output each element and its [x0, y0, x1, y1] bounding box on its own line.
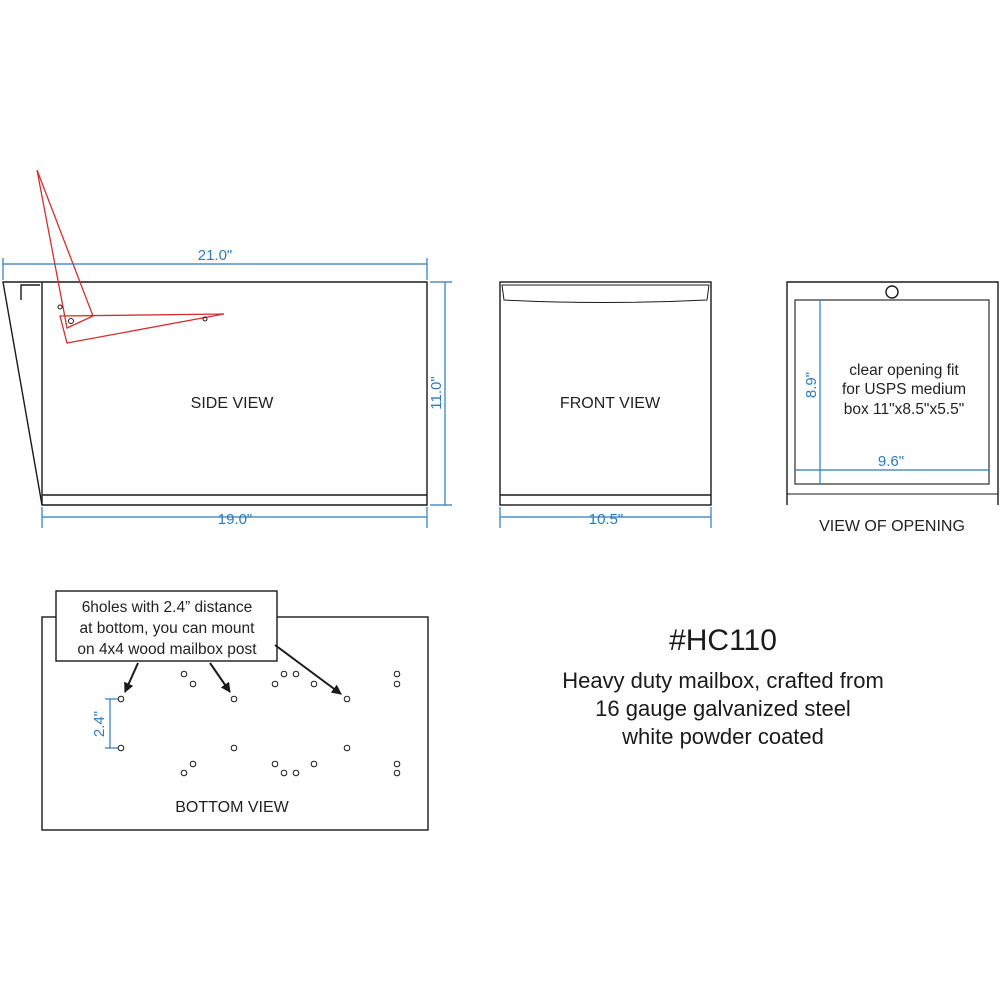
bottom-hole	[393, 670, 401, 678]
bottom-hole	[271, 680, 279, 688]
opening-view	[786, 281, 999, 505]
flag-tip-hole	[202, 316, 208, 322]
bottom-hole	[189, 680, 197, 688]
front-view	[499, 281, 712, 506]
bottom-hole	[280, 769, 288, 777]
opening-inner-frame	[794, 299, 990, 485]
side-view-body-outline	[2, 281, 428, 506]
flag-raised-outline	[36, 169, 94, 329]
opening-note-line-1: clear opening fit	[849, 362, 959, 379]
side-view-label: SIDE VIEW	[191, 395, 275, 412]
side-view	[2, 281, 428, 506]
callout-arrows	[124, 644, 342, 695]
opening-key-hole	[885, 285, 899, 299]
opening-height-dim: 8.9"	[803, 372, 820, 398]
bottom-hole	[280, 670, 288, 678]
callout-box	[55, 590, 278, 662]
opening-view-label: VIEW OF OPENING	[819, 518, 965, 535]
callout-line-2: at bottom, you can mount	[80, 620, 256, 637]
bottom-view-holes	[117, 670, 401, 777]
flag-pivot-hole	[68, 318, 74, 324]
side-view-height-dim: 11.0"	[428, 376, 445, 409]
callout-line-1: 6holes with 2.4” distance	[82, 599, 253, 616]
flag-lowered-outline	[59, 313, 225, 344]
product-description-line-1: Heavy duty mailbox, crafted from	[562, 668, 884, 693]
bottom-hole	[393, 680, 401, 688]
opening-note-line-3: box 11"x8.5"x5.5"	[844, 401, 965, 418]
side-view-dimensions	[2, 258, 452, 528]
bottom-hole	[393, 760, 401, 768]
front-view-dimensions	[499, 507, 712, 528]
bottom-hole	[393, 769, 401, 777]
front-view-outline	[499, 281, 712, 506]
mount-hole	[230, 695, 238, 703]
bottom-hole	[292, 670, 300, 678]
mount-hole	[343, 744, 351, 752]
bottom-hole	[310, 680, 318, 688]
callout-line-3: on 4x4 wood mailbox post	[77, 641, 257, 658]
product-model: #HC110	[669, 624, 777, 657]
front-view-width-dim: 10.5"	[589, 511, 624, 528]
mount-hole	[117, 695, 125, 703]
callout-arrow-left	[124, 662, 139, 693]
bottom-hole	[189, 760, 197, 768]
side-view-door-latch	[20, 284, 40, 300]
bottom-hole-spacing-dim: 2.4"	[91, 711, 108, 737]
opening-note-line-2: for USPS medium	[842, 381, 966, 398]
side-view-base-dim: 19.0"	[218, 511, 253, 528]
opening-outer-frame	[786, 281, 999, 505]
opening-dimensions	[795, 300, 989, 484]
mount-hole	[230, 744, 238, 752]
product-description-line-3: white powder coated	[621, 724, 824, 749]
front-view-label: FRONT VIEW	[560, 395, 661, 412]
flag-stop-hole	[57, 304, 63, 310]
mount-hole	[117, 744, 125, 752]
side-view-width-dim: 21.0"	[198, 247, 233, 264]
bottom-view-dimensions	[105, 698, 118, 749]
mount-hole	[343, 695, 351, 703]
product-description-line-2: 16 gauge galvanized steel	[595, 696, 851, 721]
flag-icon	[36, 169, 225, 344]
bottom-hole	[271, 760, 279, 768]
bottom-hole	[180, 769, 188, 777]
bottom-hole	[292, 769, 300, 777]
front-view-top-lip	[501, 284, 710, 303]
callout-arrow-right	[274, 644, 342, 695]
callout-arrow-middle	[209, 662, 231, 693]
bottom-view-label: BOTTOM VIEW	[175, 799, 289, 816]
bottom-hole	[180, 670, 188, 678]
opening-width-dim: 9.6"	[878, 453, 904, 470]
bottom-hole	[310, 760, 318, 768]
